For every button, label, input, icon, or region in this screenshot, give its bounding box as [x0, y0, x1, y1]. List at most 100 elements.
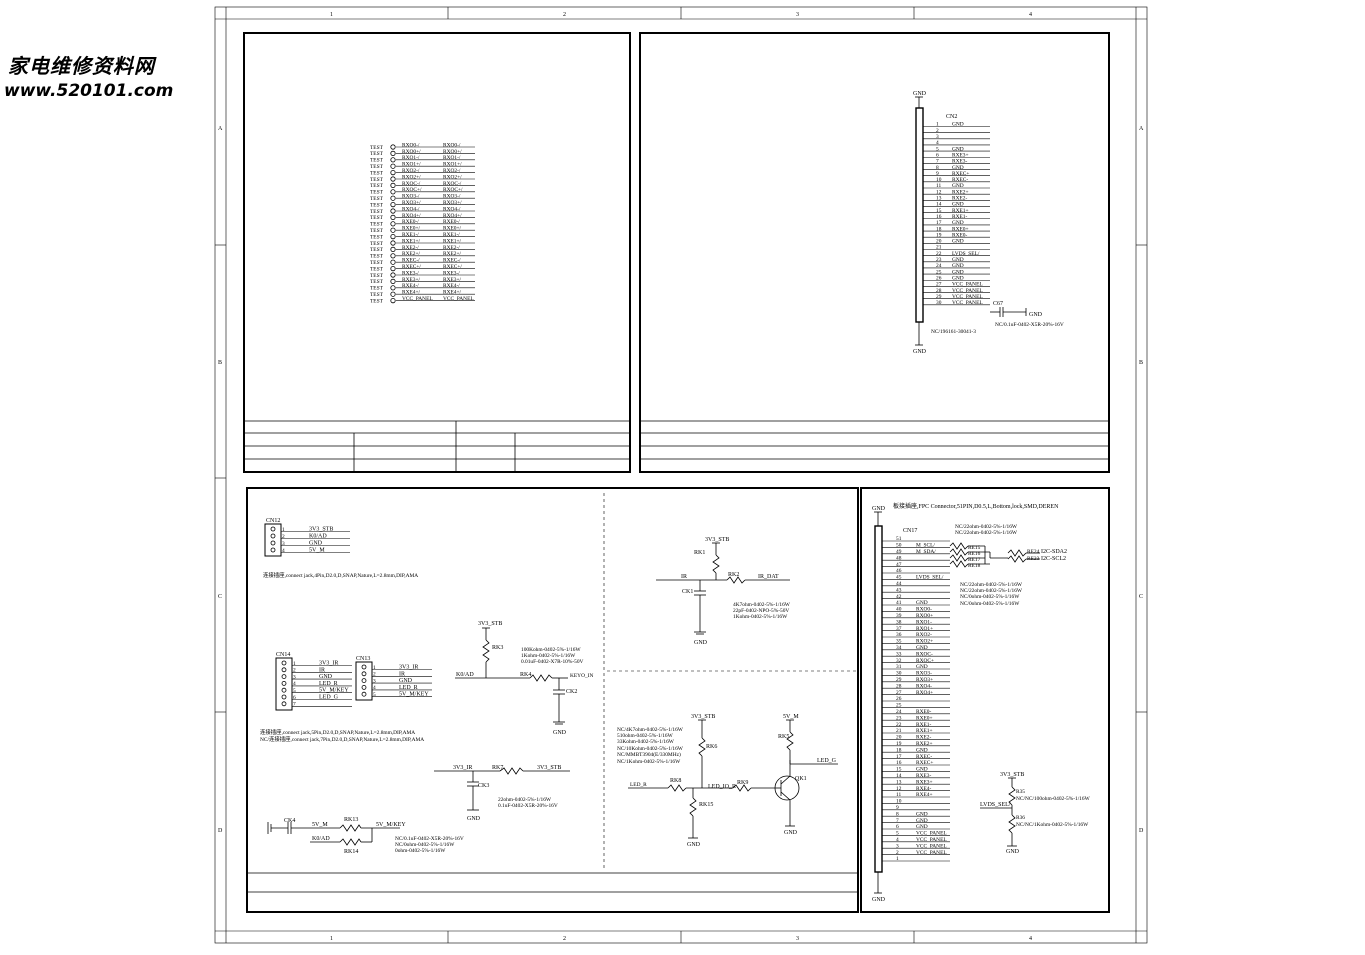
connector-pin-number: 1 — [373, 665, 376, 671]
cn17-pin-number: 16 — [896, 760, 902, 766]
test-net-left: RXE0-/ — [402, 219, 419, 225]
ck4-block — [267, 822, 400, 846]
cn17-pin-number: 44 — [896, 581, 902, 587]
led-value-4: NC/10Kohm-0402-5%-1/16W — [617, 746, 684, 752]
ir-filter-value-1: 22ohm-0402-5%-1/16W — [498, 797, 552, 803]
re17-ref: RE17 — [968, 557, 981, 563]
cn2-pin-label: GND — [952, 202, 964, 208]
test-point — [390, 253, 396, 259]
connector-pin-number: 2 — [282, 534, 285, 540]
test-label: TEST — [370, 170, 384, 176]
cn17-pin-number: 45 — [896, 575, 902, 581]
rk7-ref: RK7 — [492, 765, 503, 771]
test-label: TEST — [370, 158, 384, 164]
cn17-pin-number: 15 — [896, 767, 902, 773]
test-point — [390, 265, 396, 272]
cn2-pin-label: GND — [952, 146, 964, 152]
cn2-pin-number: 12 — [936, 189, 942, 195]
cn2-pin-label: LVDS_SEL/ — [952, 251, 980, 257]
row-marker: B — [1139, 360, 1143, 366]
cn17-panel: GND GND 板接插座,FPC Connector,51PIN,D0.5,L,… — [860, 487, 1110, 913]
cn17-pin-number: 39 — [896, 613, 902, 619]
test-label: TEST — [370, 164, 384, 170]
rk14-ref: RK14 — [344, 849, 358, 855]
cn12-note: 连接插座,connect jack,4Pin,D2.0,D,SNAP,Natur… — [263, 571, 418, 579]
test-net-left: RXO0+/ — [402, 149, 421, 155]
led-out-net: LED_G — [817, 758, 837, 764]
ck3-ref: CK3 — [478, 783, 489, 789]
row-marker: B — [218, 360, 222, 366]
cn2-pin-label: GND — [952, 263, 964, 269]
cn17-pin-label: GND — [916, 664, 928, 670]
r35-ref: R35 — [1016, 789, 1025, 795]
test-net-right: RXE0+/ — [443, 226, 462, 232]
led-value-1: NC/4K7ohm-0402-5%-1/16W — [617, 727, 684, 733]
test-label: TEST — [370, 228, 384, 234]
cn17-pin-number: 10 — [896, 799, 902, 805]
cn2-pin-number: 9 — [936, 171, 939, 177]
connector-pin-number: 6 — [293, 695, 296, 701]
led-value-3: 33Kohm-0402-5%-1/16W — [617, 739, 675, 745]
test-net-right: RXO4+/ — [443, 213, 462, 219]
ir-filter-in: 3V3_IR — [453, 765, 472, 771]
cn17-pin-number: 6 — [896, 824, 899, 830]
cn17-pin-number: 41 — [896, 600, 902, 606]
connector-net: 5V_M — [309, 548, 325, 554]
rk1-ref: RK1 — [694, 550, 705, 556]
cn17-pin-label: LVDS_SEL/ — [916, 575, 944, 581]
col-marker: 2 — [563, 936, 566, 942]
cn-note-1: 连接插座,connect jack,5Pin,D2.0,D,SNAP,Natur… — [260, 728, 415, 736]
cn2-pin-number: 13 — [936, 196, 942, 202]
connector-pin-number: 3 — [293, 674, 296, 680]
cn2-pin-label: GND — [952, 220, 964, 226]
connector-pin — [281, 660, 287, 666]
ir-out-net: IR_DAT — [758, 574, 779, 580]
cn2-pin-number: 21 — [936, 245, 942, 251]
connector-net: LED_R — [319, 681, 338, 687]
test-label: TEST — [370, 145, 384, 151]
cn17-pin-number: 18 — [896, 747, 902, 753]
cn2-pin-number: 30 — [936, 300, 942, 306]
led-value-6: NC/1Kohm-0402-5%-1/16W — [617, 759, 681, 765]
cn2-pin-number: 19 — [936, 232, 942, 238]
test-label: TEST — [370, 202, 384, 208]
strap-value-3: NC/0ohm-0402-5%-1/16W — [960, 594, 1020, 600]
test-net-right: RXE1-/ — [443, 232, 460, 238]
test-net-right: RXE0-/ — [443, 219, 460, 225]
cn17-pin-number: 42 — [896, 594, 902, 600]
connector-pin — [281, 667, 287, 673]
cn12-ref: CN12 — [266, 518, 280, 524]
rk15-ref: RK15 — [699, 802, 713, 808]
cn17-pin-label: GND — [916, 767, 928, 773]
cn17-pin-number: 22 — [896, 722, 902, 728]
test-net-left: RXO3+/ — [402, 200, 421, 206]
cn17-pin-number: 3 — [896, 843, 899, 849]
test-net-right: RXO1-/ — [443, 155, 461, 161]
row-marker: D — [1139, 828, 1144, 834]
cn17-pin-label: RXE0+ — [916, 715, 933, 721]
re16-ref: RE16 — [968, 551, 981, 557]
cn2-pin-number: 27 — [936, 282, 942, 288]
watermark: 家电维修资料网 www.520101.com — [4, 54, 173, 101]
cn2-pin-number: 25 — [936, 269, 942, 275]
test-net-left: RXO2-/ — [402, 168, 420, 174]
connector-pin — [361, 664, 367, 670]
rk8-ref: RK8 — [670, 778, 681, 784]
cn17-pin-number: 28 — [896, 683, 902, 689]
test-net-left: RXO3-/ — [402, 194, 420, 200]
re24-ref: RE24 — [1027, 549, 1040, 555]
frame-markers: 1 2 3 4 1 2 3 4 A B C D A B C D — [218, 12, 1144, 942]
test-net-right: RXE1+/ — [443, 238, 462, 244]
cn2-pin-number: 26 — [936, 275, 942, 281]
test-label: TEST — [370, 215, 384, 221]
led-io-net: LED_IO_R — [708, 784, 736, 790]
connector-net: 5V_M/KEY — [399, 692, 429, 698]
test-net-right: RXEC+/ — [443, 264, 462, 270]
cn2-pin-number: 11 — [936, 183, 941, 189]
cn17-pin-number: 29 — [896, 677, 902, 683]
cn2-pin-label: RXE1- — [952, 214, 967, 220]
